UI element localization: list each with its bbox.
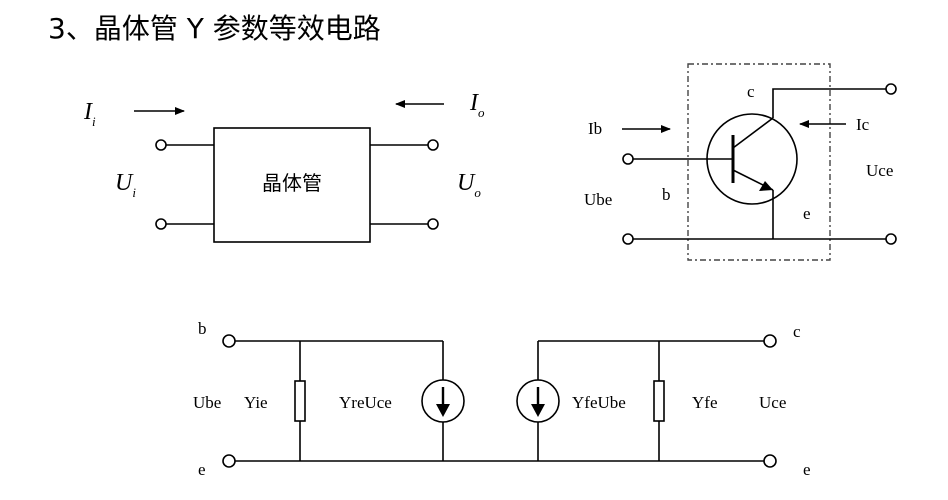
yfe-admittance <box>653 380 665 422</box>
yfe-source-arrow-icon <box>531 404 545 417</box>
input-terminal-bottom <box>155 218 167 230</box>
page-title: 3、晶体管 Y 参数等效电路 <box>48 12 381 45</box>
ube-label: Ube <box>584 190 612 209</box>
collector-wire <box>772 88 886 118</box>
collector-lead <box>732 117 774 149</box>
b-terminal <box>222 334 236 348</box>
eq-uce-label: Uce <box>759 393 786 412</box>
eq-ube-label: Ube <box>193 393 221 412</box>
dashed-enclosure <box>687 63 831 261</box>
emitter-arrowhead <box>759 181 773 191</box>
eq-yfe-source-label: YfeUbe <box>572 393 626 412</box>
base-node-label: b <box>662 185 671 204</box>
eq-e-left-label: e <box>198 460 206 479</box>
block-diagram: 晶体管 Ii Io Ui Uo <box>83 90 485 243</box>
transistor-box-label: 晶体管 <box>262 171 322 195</box>
input-voltage-label: Ui <box>115 170 136 200</box>
collector-node-label: c <box>747 82 755 101</box>
output-terminal-bottom <box>427 218 439 230</box>
ib-label: Ib <box>588 119 602 138</box>
emitter-node-label: e <box>803 204 811 223</box>
ic-label: Ic <box>856 115 870 134</box>
equivalent-circuit: b e c e Ube Yie YreUce YfeUbe Yfe Uce <box>193 319 811 479</box>
output-current-label: Io <box>469 90 485 120</box>
eq-yie-label: Yie <box>244 393 268 412</box>
eq-yre-source-label: YreUce <box>339 393 392 412</box>
ground-terminal-right <box>885 233 897 245</box>
eq-e-right-label: e <box>803 460 811 479</box>
output-voltage-label: Uo <box>457 170 481 200</box>
e-terminal-right <box>763 454 777 468</box>
input-current-label: Ii <box>83 99 96 129</box>
base-terminal <box>622 153 634 165</box>
uce-label: Uce <box>866 161 893 180</box>
eq-c-label: c <box>793 322 801 341</box>
output-terminal-top <box>427 139 439 151</box>
collector-terminal <box>885 83 897 95</box>
e-terminal-left <box>222 454 236 468</box>
yre-source-arrow-icon <box>436 404 450 417</box>
transistor-box <box>213 127 371 243</box>
c-terminal <box>763 334 777 348</box>
ground-terminal-left <box>622 233 634 245</box>
yie-admittance <box>294 380 306 422</box>
input-terminal-top <box>155 139 167 151</box>
transistor-diagram: Ib Ic Ube Uce b c e <box>584 63 897 261</box>
eq-yfe-label: Yfe <box>692 393 717 412</box>
eq-b-label: b <box>198 319 207 338</box>
